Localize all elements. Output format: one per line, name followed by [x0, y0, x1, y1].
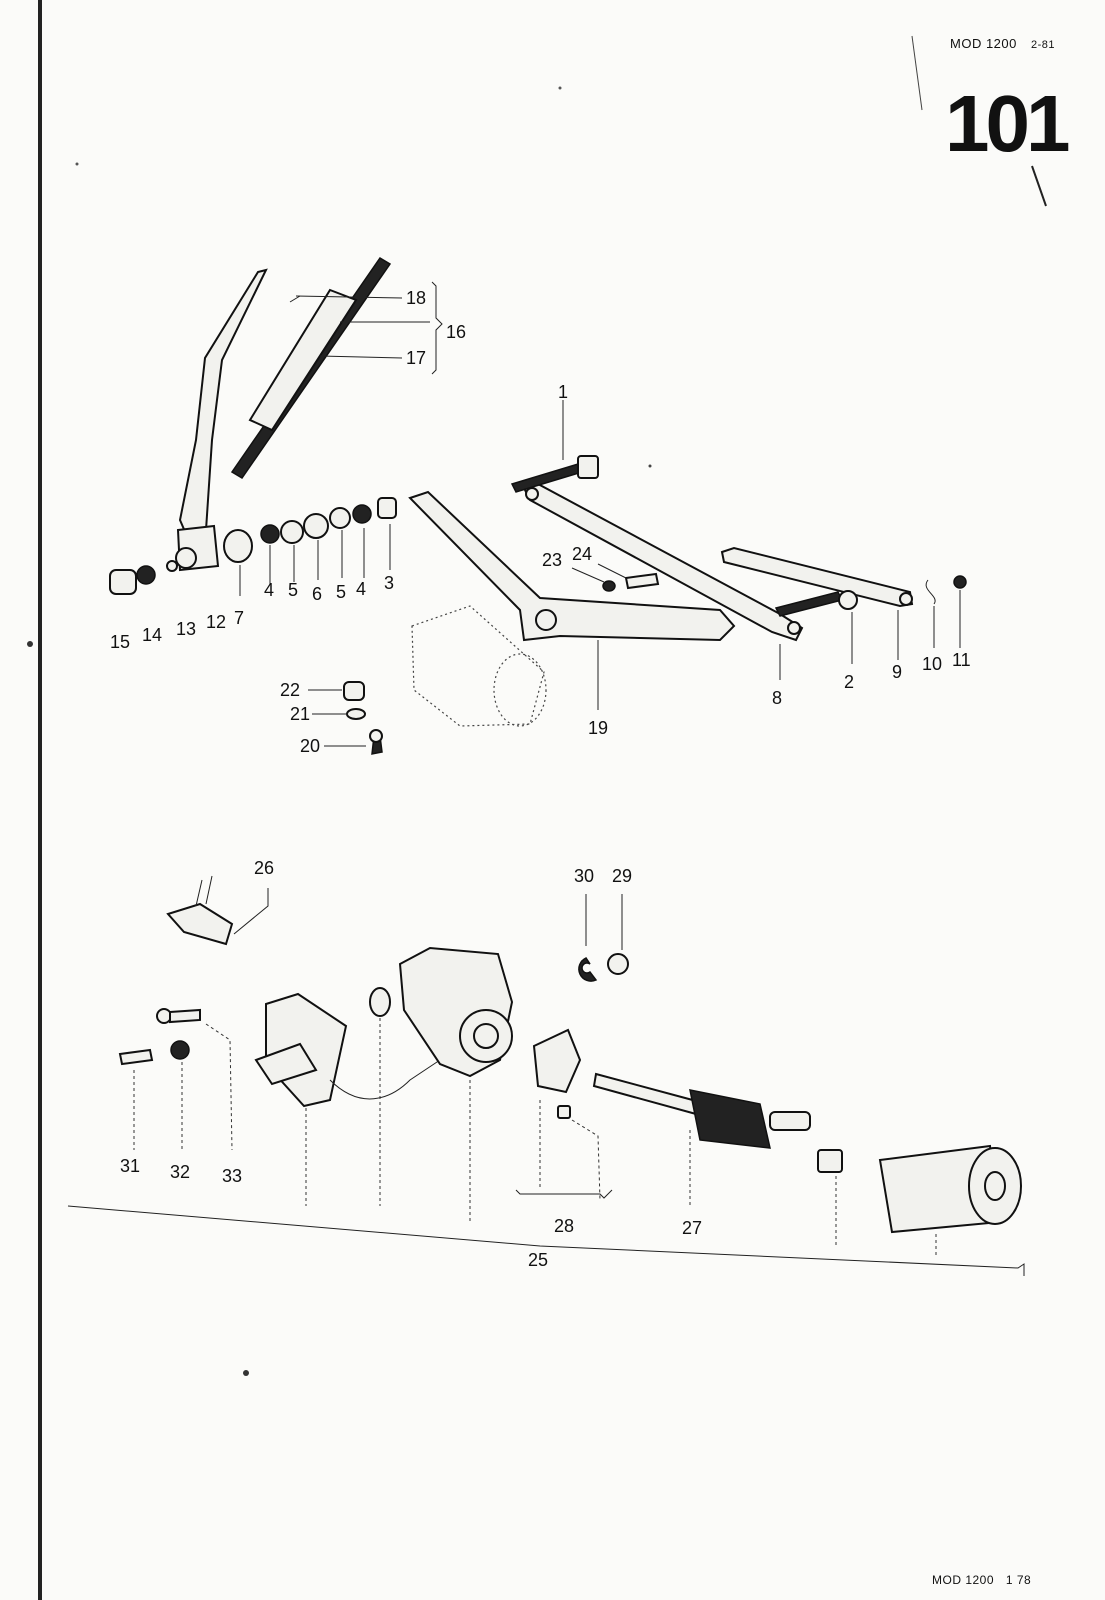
callout-22: 22: [280, 680, 300, 700]
callout-14: 14: [142, 625, 162, 645]
gear-housing: [398, 946, 514, 1078]
callout-15: 15: [110, 632, 130, 652]
callout-31: 31: [120, 1156, 140, 1176]
page-binding-edge: [38, 0, 42, 1600]
wiper-frame: [408, 490, 736, 642]
connecting-rod-long: [522, 482, 804, 642]
circlip-nut-pair: [578, 953, 629, 982]
page-header: MOD 1200 2-81: [950, 36, 1055, 51]
callout-6: 6: [312, 584, 322, 604]
callout-5a: 5: [288, 580, 298, 600]
armature: [592, 1072, 811, 1149]
callout-30: 30: [574, 866, 594, 886]
brush-plate: [254, 992, 441, 1108]
brush-clip: [817, 1149, 843, 1173]
spindle-parts-row: [109, 497, 397, 595]
callout-19: 19: [588, 718, 608, 738]
callout-1: 1: [558, 382, 568, 402]
callout-33: 33: [222, 1166, 242, 1186]
pivot-bolt: [774, 590, 858, 617]
page-footer: MOD 1200 1 78: [932, 1573, 1031, 1587]
motor-ghost: [411, 605, 547, 727]
washer-23: [602, 580, 616, 592]
header-date-code: 2-81: [1031, 39, 1056, 51]
callout-11: 11: [952, 650, 971, 670]
callout-labels: 1 2 3 4 4 5 5 6 7 8 9 10 11 12 13 14 15 …: [110, 288, 971, 1270]
brush-holder: [532, 1028, 582, 1119]
connecting-rod-short: [720, 546, 914, 608]
lower-leader-lines: [67, 894, 1025, 1276]
nut-11: [953, 575, 967, 589]
callout-3: 3: [384, 573, 394, 593]
motor-can: [878, 1144, 1022, 1234]
callout-12: 12: [206, 612, 226, 632]
callout-27: 27: [682, 1218, 702, 1238]
connector-plug: [166, 875, 269, 946]
callout-7: 7: [234, 608, 244, 628]
callout-2: 2: [844, 672, 854, 692]
scan-specks: [27, 35, 1047, 1376]
callout-23: 23: [542, 550, 562, 570]
callout-4a: 4: [264, 580, 274, 600]
clip-10: [925, 579, 936, 605]
callout-28: 28: [554, 1216, 574, 1236]
callout-10: 10: [922, 654, 942, 674]
footer-date-code: 1 78: [1005, 1573, 1032, 1587]
screw-group-31-33: [118, 1008, 201, 1066]
callout-18: 18: [406, 288, 426, 308]
callout-9: 9: [892, 662, 902, 682]
upper-leader-lines: [239, 281, 961, 747]
callout-17: 17: [406, 348, 426, 368]
callout-8: 8: [772, 688, 782, 708]
callout-26: 26: [254, 858, 274, 878]
callout-13: 13: [176, 619, 196, 639]
callout-24: 24: [572, 544, 592, 564]
callout-25: 25: [528, 1250, 548, 1270]
callout-29: 29: [612, 866, 632, 886]
callout-32: 32: [170, 1162, 190, 1182]
callout-21: 21: [290, 704, 310, 724]
gasket-ring: [369, 987, 391, 1017]
callout-4b: 4: [356, 579, 366, 599]
header-model-code: MOD 1200: [950, 36, 1017, 51]
bolt-24: [624, 572, 660, 590]
spindle-bolt: [510, 455, 599, 493]
mount-hardware: [343, 681, 383, 755]
footer-model-code: MOD 1200: [932, 1573, 995, 1587]
plate-number: 101: [945, 79, 1071, 168]
callout-16: 16: [446, 322, 466, 342]
callout-20: 20: [300, 736, 320, 756]
callout-5b: 5: [336, 582, 346, 602]
